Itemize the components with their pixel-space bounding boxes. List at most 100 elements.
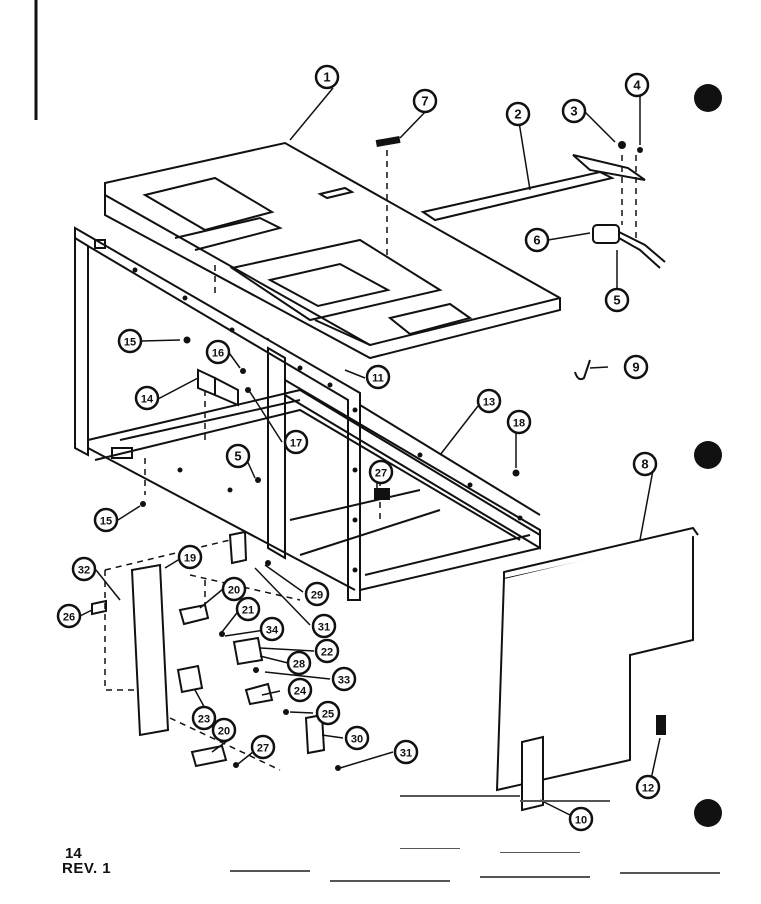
callout-22: 22: [314, 638, 340, 664]
callout-circle: [286, 650, 312, 676]
hook-wire: [574, 359, 591, 381]
callout-circle: [604, 287, 630, 313]
frame-rivets: [132, 267, 523, 573]
callout-2: 2: [505, 101, 531, 127]
callout-26: 26: [56, 603, 82, 629]
callout-circle: [344, 725, 370, 751]
callout-label: 22: [321, 647, 333, 659]
callout-label: 2: [514, 107, 521, 122]
callout-27: 27: [250, 734, 276, 760]
callout-24: 24: [287, 677, 313, 703]
callout-circle: [71, 556, 97, 582]
callout-label: 25: [322, 709, 334, 721]
callout-circle: [476, 388, 502, 414]
mounting-strip: [420, 154, 646, 222]
callout-10: 10: [568, 806, 594, 832]
callout-circle: [259, 616, 285, 642]
callout-28: 28: [286, 650, 312, 676]
callout-circle: [287, 677, 313, 703]
callout-23: 23: [191, 705, 217, 731]
callout-14: 14: [134, 385, 160, 411]
callout-circle: [191, 705, 217, 731]
callout-29: 29: [304, 581, 330, 607]
callout-label: 31: [400, 748, 412, 760]
frame-assembly: [74, 226, 541, 601]
callout-label: 13: [483, 397, 495, 409]
callout-circle: [56, 603, 82, 629]
callout-label: 32: [78, 565, 90, 577]
callout-label: 30: [351, 734, 363, 746]
callout-1: 1: [314, 64, 340, 90]
callout-19: 19: [177, 544, 203, 570]
callout-5: 5: [604, 287, 630, 313]
callout-9: 9: [623, 354, 649, 380]
callout-label: 10: [575, 815, 587, 827]
callout-20: 20: [221, 576, 247, 602]
callout-25: 25: [315, 700, 341, 726]
callout-circle: [221, 576, 247, 602]
callout-33: 33: [331, 666, 357, 692]
callout-circle: [505, 101, 531, 127]
callout-label: 33: [338, 675, 350, 687]
callout-21: 21: [235, 596, 261, 622]
callout-circle: [225, 443, 251, 469]
registration-dot-top: [694, 84, 722, 112]
callout-3: 3: [561, 98, 587, 124]
callout-label: 20: [218, 726, 230, 738]
callout-circle: [393, 739, 419, 765]
callout-label: 1: [323, 70, 330, 85]
callout-circle: [635, 774, 661, 800]
callout-label: 9: [632, 360, 639, 375]
callout-circle: [624, 72, 650, 98]
callout-label: 27: [257, 743, 269, 755]
callout-4: 4: [624, 72, 650, 98]
connector-part: [592, 224, 666, 269]
callout-label: 12: [642, 783, 654, 795]
callout-label: 17: [290, 438, 302, 450]
callout-circle: [283, 429, 309, 455]
callout-circle: [561, 98, 587, 124]
callout-32: 32: [71, 556, 97, 582]
registration-dot-bottom: [694, 799, 722, 827]
page-footer: 14 REV. 1: [62, 846, 111, 876]
callout-circle: [311, 613, 337, 639]
callout-label: 24: [294, 686, 307, 698]
callout-5: 5: [225, 443, 251, 469]
lower-hardware: [91, 530, 326, 768]
callout-30: 30: [344, 725, 370, 751]
callout-label: 26: [63, 612, 75, 624]
callout-circle: [304, 581, 330, 607]
callout-27: 27: [368, 459, 394, 485]
callout-label: 14: [141, 394, 154, 406]
callout-label: 16: [212, 348, 224, 360]
callout-label: 21: [242, 605, 254, 617]
callout-circle: [93, 507, 119, 533]
callout-31: 31: [311, 613, 337, 639]
callout-label: 8: [641, 457, 648, 472]
callout-circle: [524, 227, 550, 253]
callout-label: 15: [124, 337, 136, 349]
callout-label: 31: [318, 622, 330, 634]
callout-12: 12: [635, 774, 661, 800]
screws: [140, 141, 643, 771]
callout-16: 16: [205, 339, 231, 365]
callout-label: 18: [513, 418, 525, 430]
callout-17: 17: [283, 429, 309, 455]
gasket-part: [375, 135, 401, 148]
callout-label: 28: [293, 659, 305, 671]
callout-label: 23: [198, 714, 210, 726]
callout-label: 19: [184, 553, 196, 565]
callout-circle: [568, 806, 594, 832]
callout-circle: [412, 88, 438, 114]
callout-circle: [235, 596, 261, 622]
callout-11: 11: [365, 364, 391, 390]
callout-label: 3: [570, 104, 577, 119]
bracket-part: [197, 368, 239, 407]
callout-circle: [368, 459, 394, 485]
callout-circle: [117, 328, 143, 354]
callout-label: 15: [100, 516, 112, 528]
callout-circle: [211, 717, 237, 743]
callout-34: 34: [259, 616, 285, 642]
callout-label: 6: [533, 233, 540, 248]
callout-circle: [632, 451, 658, 477]
